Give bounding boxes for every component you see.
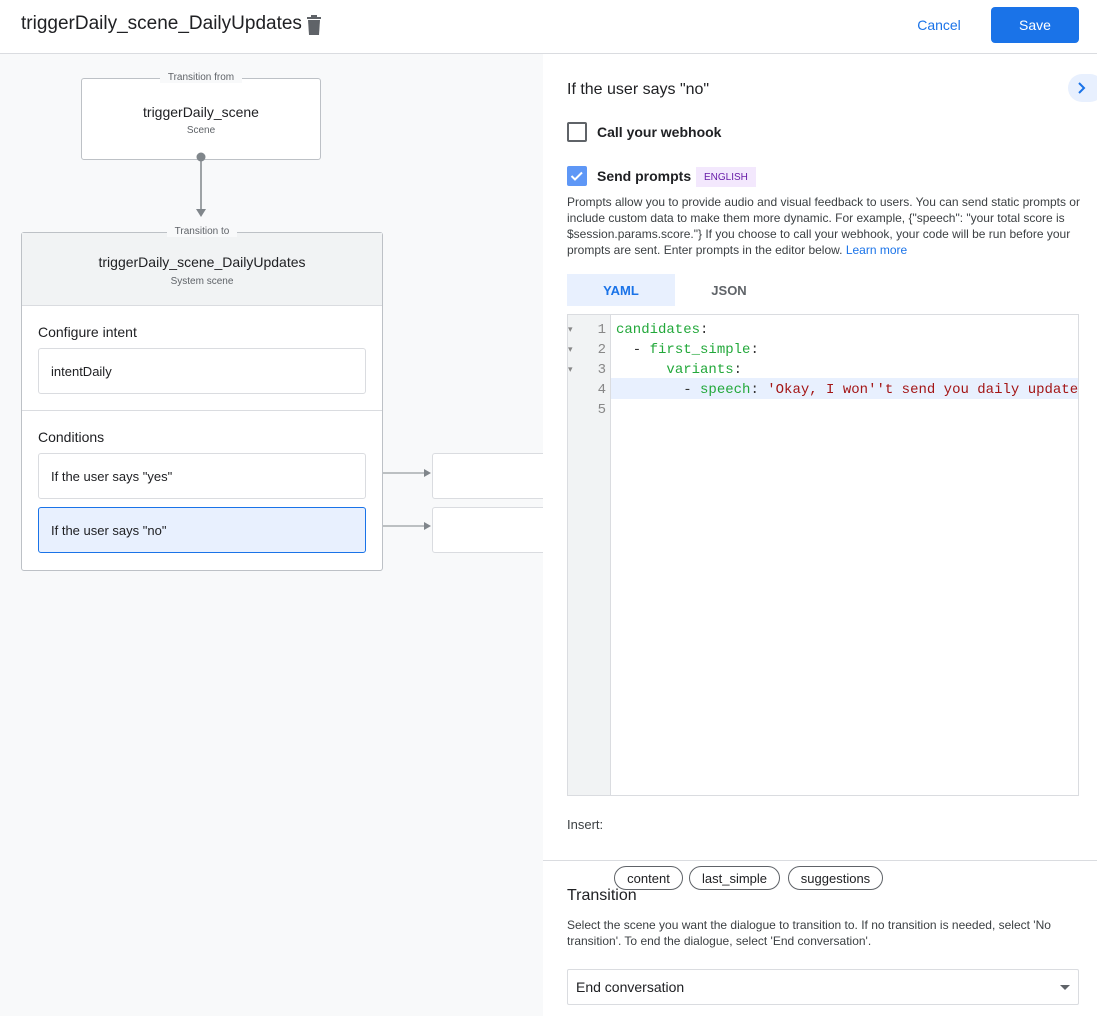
code-key: speech — [700, 382, 751, 398]
learn-more-link[interactable]: Learn more — [845, 243, 908, 257]
webhook-checkbox[interactable] — [567, 122, 587, 142]
transition-title: Transition — [567, 887, 637, 904]
dropdown-arrow-icon — [1060, 985, 1070, 990]
expand-button[interactable] — [1068, 74, 1097, 102]
tab-json[interactable]: JSON — [711, 282, 747, 298]
code-line: 5 — [568, 400, 1078, 420]
prompts-checkbox[interactable] — [567, 166, 587, 186]
line-number: 1 — [597, 322, 606, 338]
code-string: 'Okay, I won''t send you daily update — [767, 382, 1079, 398]
page-title: triggerDaily_scene_DailyUpdates — [21, 13, 302, 34]
insert-chip-last-simple[interactable]: last_simple — [689, 866, 780, 890]
check-icon — [570, 171, 583, 181]
conditions-label: Conditions — [38, 429, 105, 445]
condition-no[interactable]: If the user says "no" — [38, 507, 366, 553]
intent-field[interactable]: intentDaily — [38, 348, 366, 394]
transition-description: Select the scene you want the dialogue t… — [567, 918, 1051, 948]
transition-from-legend: Transition from — [159, 72, 243, 83]
prompts-description: Prompts allow you to provide audio and v… — [567, 194, 1082, 258]
code-key: variants — [666, 362, 734, 378]
code-punct: : — [733, 362, 743, 378]
chevron-right-icon — [1078, 82, 1086, 94]
condition-yes-target[interactable] — [432, 453, 543, 499]
configure-intent-label: Configure intent — [38, 324, 137, 340]
prompts-label: Send prompts — [597, 168, 692, 184]
delete-icon[interactable] — [305, 15, 323, 40]
transition-to-node: Transition to triggerDaily_scene_DailyUp… — [21, 226, 383, 571]
code-editor[interactable]: ▾ 1 candidates: ▾ 2 - first_simple: ▾ 3 varian… — [567, 314, 1079, 796]
webhook-label: Call your webhook — [597, 124, 722, 140]
from-scene-title: triggerDaily_scene — [143, 104, 259, 120]
code-punct: : — [700, 322, 709, 338]
code-indent — [616, 362, 666, 378]
line-number: 2 — [597, 342, 606, 358]
insert-label: Insert: — [567, 817, 604, 832]
language-badge: ENGLISH — [696, 167, 756, 187]
cancel-button[interactable]: Cancel — [917, 17, 961, 33]
transition-from-node[interactable]: Transition from triggerDaily_scene Scene — [81, 72, 321, 160]
fold-icon[interactable]: ▾ — [568, 365, 573, 375]
condition-yes[interactable]: If the user says "yes" — [38, 453, 366, 499]
to-scene-title: triggerDaily_scene_DailyUpdates — [98, 254, 306, 270]
scene-canvas: Transition from triggerDaily_scene Scene… — [0, 54, 543, 1016]
code-line: ▾ 1 candidates: — [568, 320, 1078, 340]
code-indent: - — [616, 342, 650, 358]
divider — [543, 860, 1097, 861]
fold-icon[interactable]: ▾ — [568, 325, 573, 335]
from-scene-type: Scene — [186, 125, 216, 136]
line-number: 5 — [597, 402, 606, 418]
condition-no-target[interactable] — [432, 507, 543, 553]
fold-icon[interactable]: ▾ — [568, 345, 573, 355]
transition-select-value: End conversation — [576, 979, 685, 995]
insert-chip-suggestions[interactable]: suggestions — [788, 866, 883, 890]
line-number: 4 — [597, 382, 606, 398]
code-punct: : — [750, 382, 768, 398]
transition-select[interactable]: End conversation — [567, 969, 1079, 1005]
insert-chip-content[interactable]: content — [614, 866, 683, 890]
description-text: Prompts allow you to provide audio and v… — [567, 195, 1080, 257]
code-key: candidates — [616, 322, 701, 338]
transition-to-legend: Transition to — [166, 226, 238, 237]
code-punct: : — [750, 342, 759, 358]
code-key: first_simple — [649, 342, 751, 358]
line-number: 3 — [597, 362, 606, 378]
divider — [22, 410, 382, 411]
to-scene-type: System scene — [170, 276, 234, 287]
code-line: 4 - speech: 'Okay, I won''t send you dai… — [568, 380, 1078, 400]
save-button[interactable]: Save — [991, 7, 1079, 43]
condition-panel: If the user says "no" Call your webhook … — [543, 54, 1097, 1016]
header: triggerDaily_scene_DailyUpdates Cancel S… — [0, 0, 1097, 54]
tab-yaml[interactable]: YAML — [567, 274, 675, 306]
panel-title: If the user says "no" — [567, 81, 710, 98]
code-line: ▾ 3 variants: — [568, 360, 1078, 380]
code-indent: - — [616, 382, 701, 398]
code-line: ▾ 2 - first_simple: — [568, 340, 1078, 360]
